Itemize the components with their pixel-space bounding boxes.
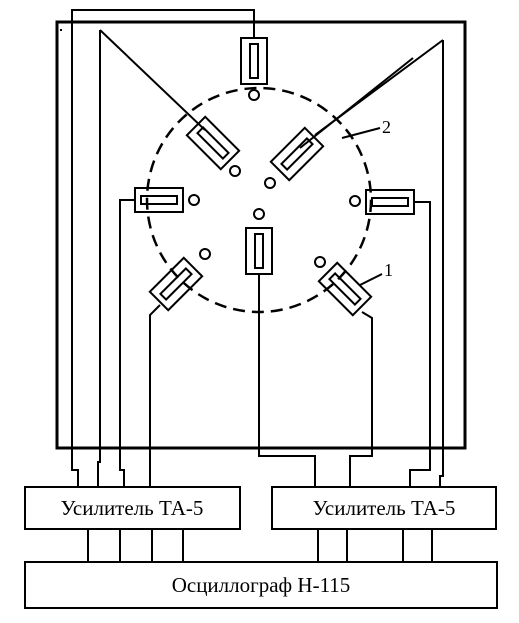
gauge-upper-right-pin: [264, 177, 276, 189]
diagonal-left: [99, 29, 206, 131]
oscillograph-box: [24, 561, 498, 609]
gauge-left: [134, 187, 200, 213]
wire-left-gauge: [119, 199, 135, 487]
wire-left-diag: [97, 30, 101, 487]
amplifier-left-label: Усилитель ТА-5: [61, 496, 204, 520]
gauge-upper-left-pin: [229, 165, 241, 177]
wire-lower-left-gauge: [149, 304, 161, 487]
wire-center-gauge: [258, 274, 316, 487]
gauge-lower-left: [148, 256, 204, 312]
diagonal-mid: [299, 57, 414, 149]
wire-right-gauge: [409, 201, 431, 487]
gauge-right: [349, 189, 415, 215]
callout-leader-1: [359, 273, 383, 286]
gauge-upper-left: [185, 115, 241, 171]
housing-frame: [55, 20, 467, 450]
gauge-lower-right-pin: [314, 256, 326, 268]
gauge-lower-left-pin: [199, 248, 211, 260]
callout-1: 1: [384, 260, 393, 280]
wire-right-diag: [439, 40, 444, 487]
gauge-upper-right: [269, 126, 325, 182]
oscillograph-label: Осциллограф Н-115: [172, 573, 351, 597]
callout-2: 2: [382, 117, 391, 137]
callout-leader-2: [341, 127, 381, 139]
amplifier-right-box: [271, 486, 497, 530]
amplifier-right-label: Усилитель ТА-5: [313, 496, 456, 520]
amplifier-to-oscillograph-wires: [87, 529, 433, 562]
gauge-top: [240, 37, 268, 101]
gauge-lower-right: [317, 261, 373, 317]
gauge-center: [245, 208, 273, 275]
amplifier-left-box: [24, 486, 241, 530]
wire-lower-right-gauge: [349, 311, 373, 487]
wire-top-gauge: [71, 9, 255, 487]
